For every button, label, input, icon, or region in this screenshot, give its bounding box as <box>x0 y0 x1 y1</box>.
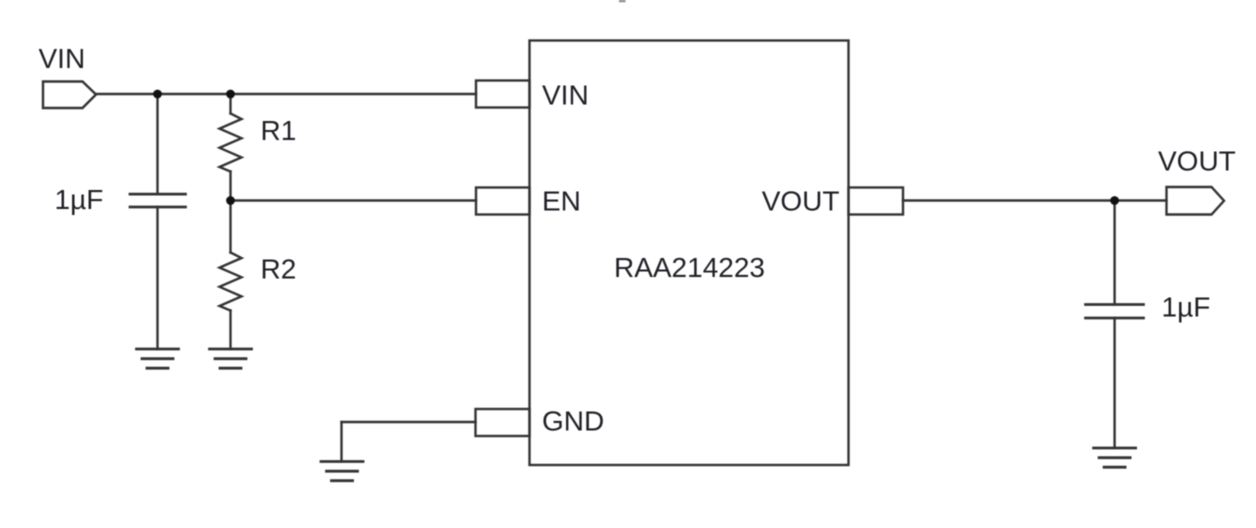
svg-text:VIN: VIN <box>39 43 86 74</box>
svg-text:GND: GND <box>542 406 604 437</box>
svg-text:EN: EN <box>542 186 581 217</box>
svg-text:RAA214223: RAA214223 <box>614 252 765 283</box>
svg-text:VOUT: VOUT <box>1158 146 1236 177</box>
svg-text:1µF: 1µF <box>55 184 104 215</box>
svg-text:R1: R1 <box>261 115 297 146</box>
svg-text:1µF: 1µF <box>1162 292 1211 323</box>
svg-text:R2: R2 <box>261 254 297 285</box>
svg-text:VOUT: VOUT <box>762 186 840 217</box>
svg-text:VIN: VIN <box>542 79 589 110</box>
